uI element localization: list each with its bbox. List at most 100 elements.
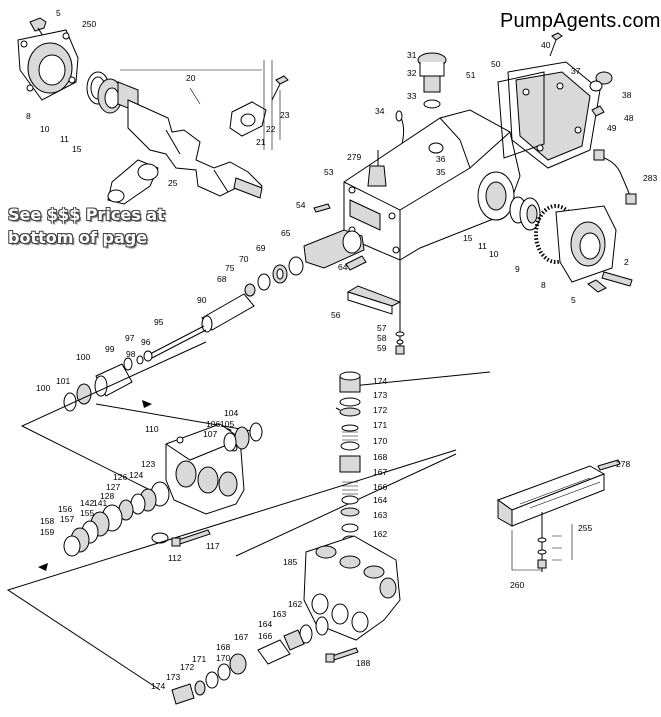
callout-label: 97 [125,333,135,343]
crankshaft-assembly [17,17,289,205]
callout-label: 58 [377,333,387,343]
callout-label: 34 [375,106,385,116]
callout-label: 95 [154,317,164,327]
guide-arrows [6,341,491,691]
callout-label: 99 [105,344,115,354]
callout-label: 51 [466,70,476,80]
plunger-assembly [63,229,405,412]
callout-label: 23 [280,110,290,120]
callout-label: 106 [206,419,220,429]
callout-label: 110 [145,424,159,434]
callout-label: 117 [206,541,220,551]
manifold-assembly [63,422,263,557]
callout-label: 174 [151,681,165,691]
callout-label: 126 [113,472,127,482]
callout-label: 68 [217,274,227,284]
brand-watermark: PumpAgents.com [500,10,661,32]
callout-label: 5 [56,8,61,18]
callout-label: 260 [510,580,524,590]
callout-label: 33 [407,91,417,101]
callout-label: 5 [571,295,576,305]
callout-label: 170 [373,436,387,446]
callout-label: 168 [216,642,230,652]
callout-label: 174 [373,376,387,386]
callout-label: 171 [192,654,206,664]
callout-label: 40 [541,40,551,50]
callout-label: 56 [331,310,341,320]
callout-label: 90 [197,295,207,305]
callout-label: 32 [407,68,417,78]
callout-label: 170 [216,653,230,663]
callout-label: 166 [258,631,272,641]
callout-label: 31 [407,50,417,60]
callout-label: 255 [578,523,592,533]
callout-label: 104 [224,408,238,418]
callout-label: 15 [72,144,82,154]
callout-label: 65 [281,228,291,238]
callout-label: 173 [166,672,180,682]
callout-label: 25 [168,178,178,188]
callout-label: 164 [258,619,272,629]
callout-label: 188 [356,658,370,668]
callout-label: 185 [283,557,297,567]
callout-label: 163 [373,510,387,520]
callout-label: 279 [347,152,361,162]
callout-label: 37 [571,66,581,76]
price-notice-line: bottom of page [8,228,148,247]
callout-label: 49 [607,123,617,133]
callout-label: 64 [338,262,348,272]
callout-label: 8 [541,280,546,290]
callout-label: 53 [324,167,334,177]
callout-label: 75 [225,263,235,273]
callout-label: 11 [478,241,487,251]
callout-label: 100 [76,352,90,362]
callout-label: 283 [643,173,657,183]
callout-label: 162 [288,599,302,609]
callout-label: 250 [82,19,96,29]
callout-label: 15 [463,233,473,243]
callout-label: 9 [515,264,520,274]
callout-label: 278 [616,459,630,469]
crankcase-assembly [313,32,637,293]
callout-label: 21 [256,137,266,147]
callout-label: 100 [36,383,50,393]
callout-label: 36 [436,154,446,164]
callout-label: 2 [624,257,629,267]
callout-label: 70 [239,254,249,264]
callout-label: 98 [126,349,136,359]
callout-label: 155 [80,508,94,518]
callout-label: 20 [186,73,196,83]
callout-label: 168 [373,452,387,462]
callout-label: 112 [168,553,182,563]
callout-label: 124 [129,470,143,480]
callout-label: 57 [377,323,387,333]
callout-label: 157 [60,514,74,524]
callout-label: 127 [106,482,120,492]
callout-labels: 5 250 8 10 11 15 20 21 22 23 25 31 32 33… [26,8,657,691]
callout-label: 173 [373,390,387,400]
callout-label: 35 [436,167,446,177]
callout-label: 142 [80,498,94,508]
callout-label: 167 [234,632,248,642]
price-notice-line: See $$$ Prices at [8,205,165,224]
callout-label: 8 [26,111,31,121]
callout-label: 50 [491,59,501,69]
callout-label: 101 [56,376,70,386]
callout-label: 172 [373,405,387,415]
callout-label: 172 [180,662,194,672]
bracket-assembly [496,459,621,572]
callout-label: 107 [203,429,217,439]
callout-label: 123 [141,459,155,469]
callout-label: 10 [40,124,50,134]
callout-label: 48 [624,113,634,123]
callout-label: 164 [373,495,387,505]
callout-label: 38 [622,90,632,100]
callout-label: 162 [373,529,387,539]
lower-manifold [171,535,401,705]
callout-label: 105 [220,419,234,429]
callout-label: 166 [373,482,387,492]
callout-label: 96 [141,337,151,347]
callout-label: 128 [100,491,114,501]
valve-stack [339,371,361,545]
price-notice: See $$$ Prices at bottom of page [8,203,178,249]
